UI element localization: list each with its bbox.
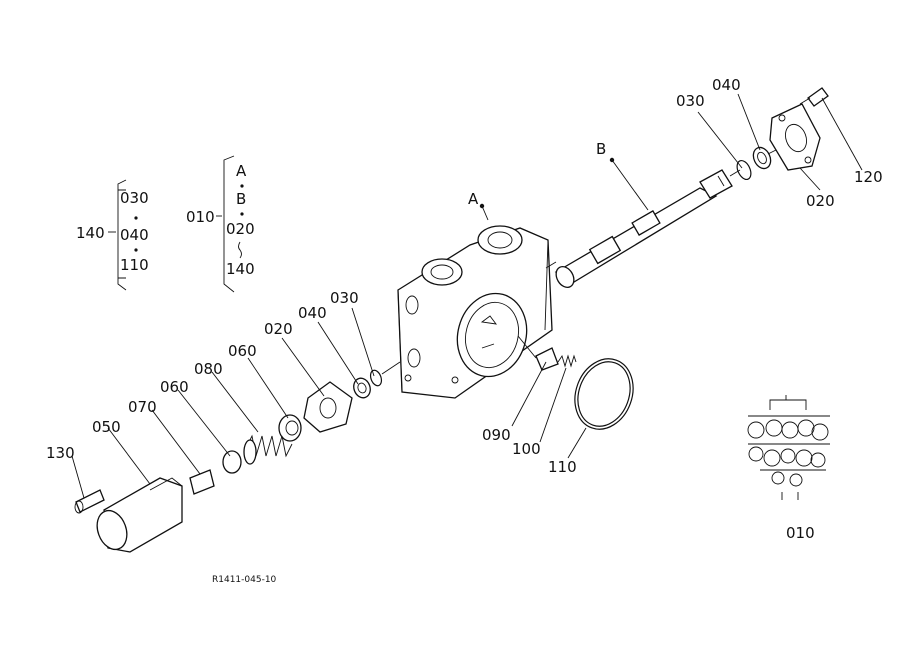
spring-080 [243, 434, 293, 465]
figure-code: R1411-045-10 [212, 575, 277, 585]
kit-010-item: 140 [226, 260, 255, 278]
callout-030-right: 030 [676, 92, 705, 110]
assembly-thumbnail: 010 [747, 395, 830, 542]
poppet-090 [535, 347, 559, 371]
spring-100 [557, 354, 577, 368]
callout-090: 090 [482, 426, 511, 444]
kit-010-label: 010 [186, 208, 215, 226]
callout-070: 070 [128, 398, 157, 416]
solenoid-050 [96, 477, 183, 553]
cover-020-mid [303, 381, 353, 433]
kit-010-item: B [236, 190, 246, 208]
kit-140-item: 030 [120, 189, 149, 207]
callout-040-mid: 040 [298, 304, 327, 322]
callout-100: 100 [512, 440, 541, 458]
backup-ring-040-right [752, 146, 772, 170]
callout-020-mid: 020 [264, 320, 293, 338]
kit-010-item: A [236, 162, 247, 180]
bolt-130 [74, 489, 105, 514]
kit-140-item: 110 [120, 256, 149, 274]
o-ring-110 [574, 358, 634, 430]
callout-060-a: 060 [228, 342, 257, 360]
o-ring-030-right [736, 159, 752, 181]
kit-140-label: 140 [76, 224, 105, 242]
backup-ring-040-mid [353, 377, 371, 399]
retainer-060-b [222, 450, 242, 474]
retainer-060-a [278, 414, 302, 442]
callout-110: 110 [548, 458, 577, 476]
cover-020-right [769, 103, 821, 171]
leader-lines [71, 93, 863, 499]
callout-130: 130 [46, 444, 75, 462]
kit-010-item: 020 [226, 220, 255, 238]
kit-140-item: 040 [120, 226, 149, 244]
callout-040-right: 040 [712, 76, 741, 94]
stopper-070 [189, 469, 215, 495]
callout-030-mid: 030 [330, 289, 359, 307]
callout-120: 120 [854, 168, 883, 186]
valve-body [397, 225, 553, 399]
callout-060-b: 060 [160, 378, 189, 396]
assembly-lines [381, 149, 777, 375]
kit-010-group: 010 A B 020 140 [186, 155, 255, 293]
callout-080: 080 [194, 360, 223, 378]
o-ring-030-mid [369, 369, 383, 387]
callout-B: B [596, 140, 606, 158]
callout-020-right: 020 [806, 192, 835, 210]
bolt-120 [799, 87, 829, 107]
thumbnail-callout-010: 010 [786, 524, 815, 542]
callout-A: A [468, 190, 479, 208]
callout-050: 050 [92, 418, 121, 436]
spool [554, 169, 733, 288]
thumbnail-circles [747, 419, 829, 487]
kit-140-group: 140 030 040 110 [76, 179, 149, 291]
